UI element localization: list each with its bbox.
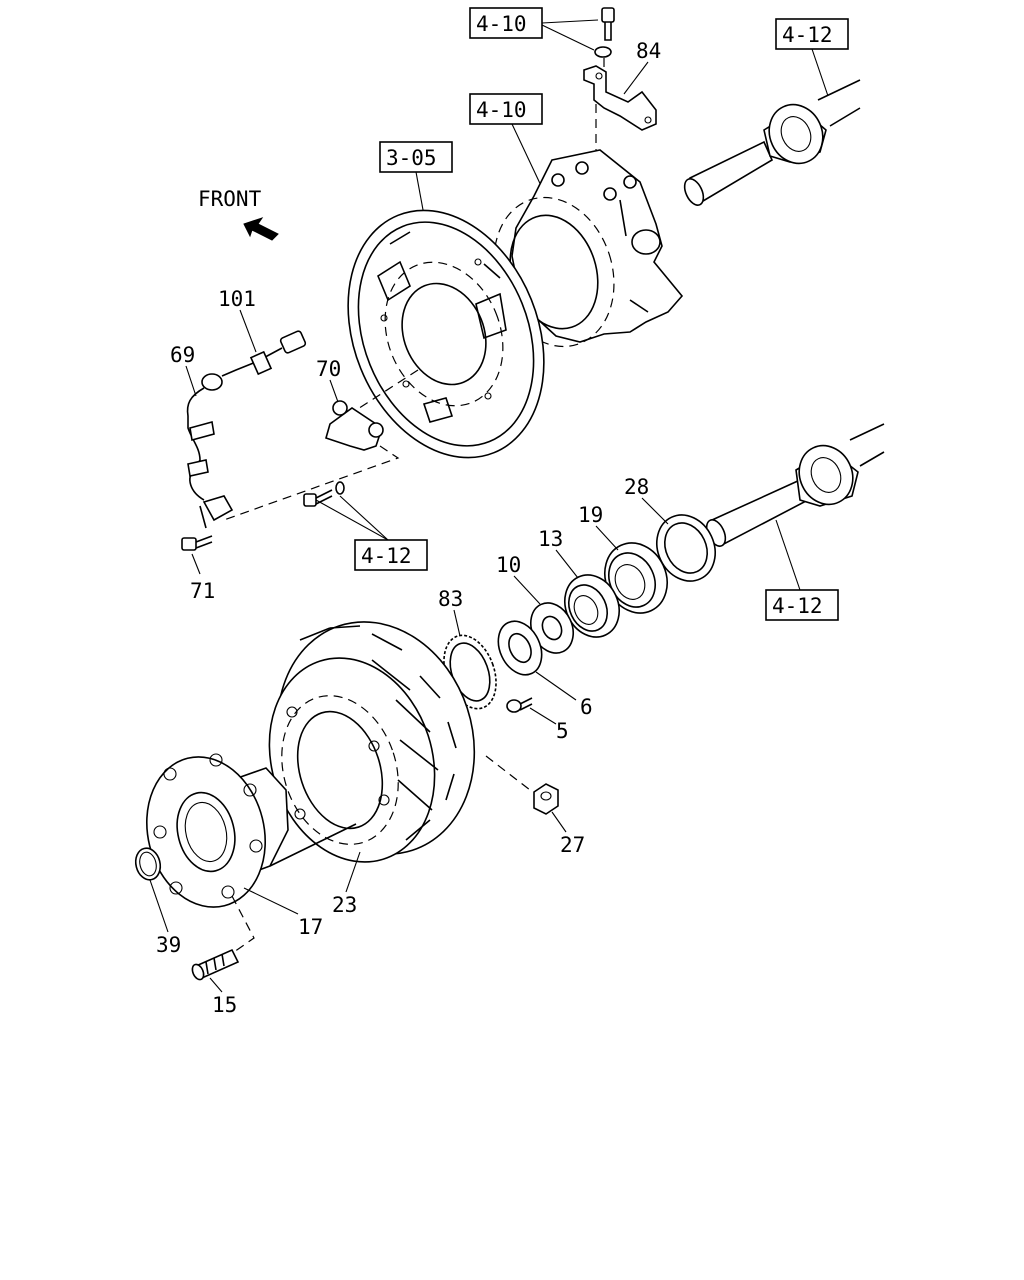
bracket-84: [583, 58, 657, 150]
label-19[interactable]: 19: [578, 503, 603, 527]
axle-shaft-lower: [705, 423, 885, 548]
label-84[interactable]: 84: [636, 39, 661, 63]
svg-text:4-12: 4-12: [361, 544, 412, 568]
o-ring-39: [134, 847, 162, 881]
screw-5: [506, 697, 533, 713]
top-bolt: [594, 7, 615, 58]
axle-shaft-top: [683, 79, 861, 206]
bolt-71: [181, 535, 213, 551]
ref-tag-mid-left[interactable]: 4-12: [354, 539, 428, 571]
label-23[interactable]: 23: [332, 893, 357, 917]
label-69[interactable]: 69: [170, 343, 195, 367]
label-5[interactable]: 5: [556, 719, 569, 743]
backing-plate: [347, 209, 545, 459]
label-13[interactable]: 13: [538, 527, 563, 551]
plate-6: [497, 620, 543, 676]
label-83[interactable]: 83: [438, 587, 463, 611]
label-15[interactable]: 15: [212, 993, 237, 1017]
ref-leaders: [315, 19, 829, 591]
part-labels: 84 101 69 70 71 28 19 13 10 83 6 5 27 23…: [149, 39, 669, 1017]
ref-tag-backplate[interactable]: 3-05: [379, 141, 453, 173]
svg-text:4-10: 4-10: [476, 98, 527, 122]
label-27[interactable]: 27: [560, 833, 585, 857]
label-6[interactable]: 6: [580, 695, 593, 719]
label-70[interactable]: 70: [316, 357, 341, 381]
nut-27: [533, 783, 559, 815]
front-arrow-icon: [243, 217, 279, 241]
svg-text:4-12: 4-12: [772, 594, 823, 618]
svg-text:3-05: 3-05: [386, 146, 437, 170]
hub-17: [145, 753, 357, 953]
front-indicator: FRONT: [198, 187, 279, 241]
bolt-mid: [303, 481, 345, 507]
stud-15: [191, 948, 240, 981]
label-17[interactable]: 17: [298, 915, 323, 939]
svg-text:4-12: 4-12: [782, 23, 833, 47]
ref-tag-top-right[interactable]: 4-12: [775, 18, 849, 50]
label-10[interactable]: 10: [496, 553, 521, 577]
brake-drum-23: [268, 621, 531, 863]
ref-tag-mid-knuckle[interactable]: 4-10: [469, 93, 543, 125]
label-28[interactable]: 28: [624, 475, 649, 499]
ref-tag-top-left[interactable]: 4-10: [469, 7, 543, 39]
label-71[interactable]: 71: [190, 579, 215, 603]
sensor-bracket-70: [223, 400, 400, 521]
svg-text:4-10: 4-10: [476, 12, 527, 36]
label-39[interactable]: 39: [156, 933, 181, 957]
front-label: FRONT: [198, 187, 262, 211]
label-101[interactable]: 101: [218, 287, 256, 311]
abs-sensor-harness: [186, 330, 307, 529]
ref-tag-mid-right[interactable]: 4-12: [765, 589, 839, 621]
link-backplate: [349, 369, 419, 415]
